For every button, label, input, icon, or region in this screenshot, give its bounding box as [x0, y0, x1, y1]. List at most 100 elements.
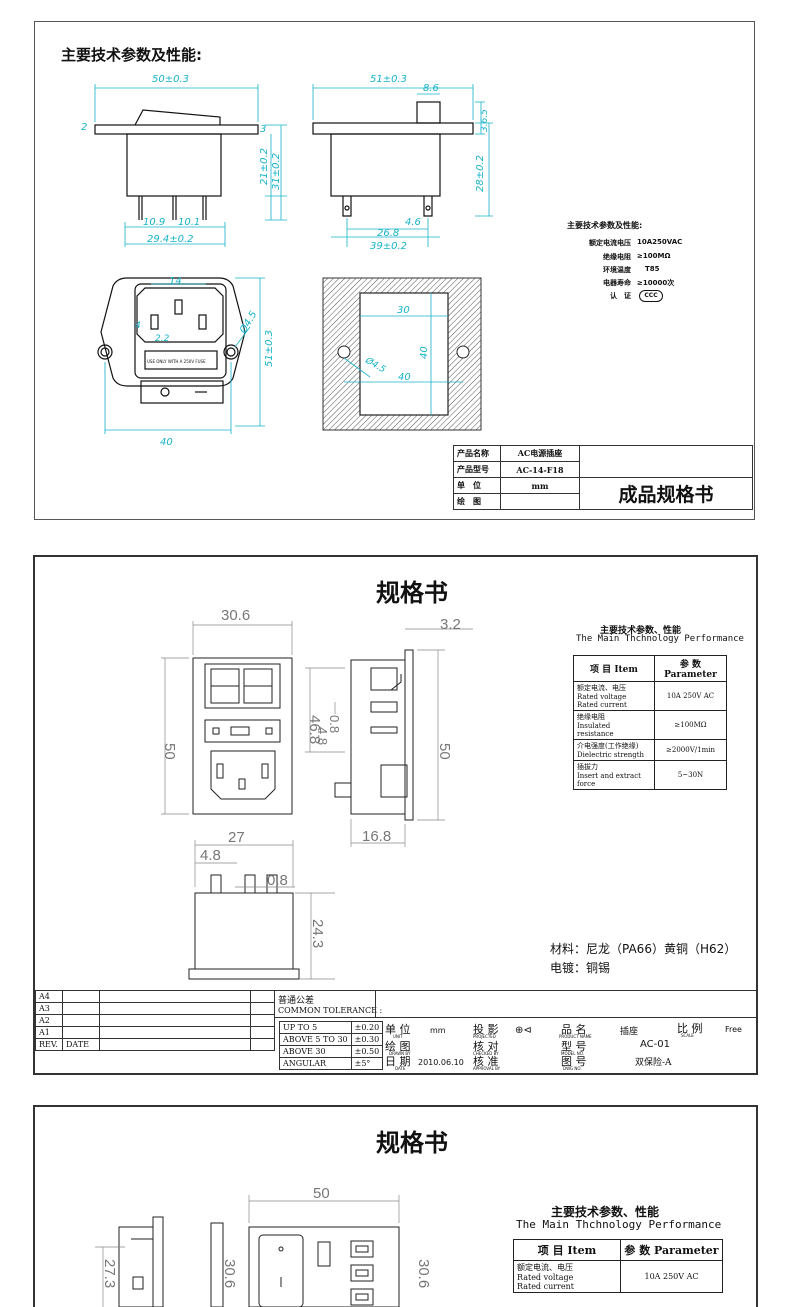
unit-cn: 单 位 — [385, 1023, 411, 1036]
specs-title: 主要技术参数及性能: — [567, 221, 643, 230]
dim-2-2: 2.2 — [155, 334, 170, 344]
dim-50-left: 50 — [161, 743, 178, 760]
dim-24-3: 24.3 — [309, 919, 326, 948]
col-item: 项 目 Item — [573, 655, 655, 682]
dim-cut-40: 40 — [398, 372, 411, 383]
dim-10-1: 10.1 — [178, 217, 200, 228]
tol-val: ±0.50 — [350, 1045, 384, 1058]
table-row: 介电强度(工作绝缘) Dielectric strength — [573, 739, 655, 761]
tolerance-block: 普通公差 COMMON TOLERANCE : UP TO 5±0.20 ABO… — [275, 990, 756, 1071]
rev-row: A4 — [35, 990, 63, 1003]
dim-27-3: 27.3 — [101, 1259, 118, 1288]
table-row: 插拔力 Insert and extract force — [573, 760, 655, 790]
draw-cn: 绘 图 — [385, 1040, 411, 1053]
proj-cn: 投 影 — [473, 1023, 499, 1036]
dwg-val: 双保险-A — [635, 1058, 672, 1068]
model-en: MODEL NO. — [561, 1051, 584, 1056]
table-cell: 10A 250V AC — [654, 681, 727, 711]
draw-en: DRAWN BY — [389, 1051, 411, 1056]
check-en: CHECKED BY — [473, 1051, 499, 1056]
tb-drawn-label: 绘 图 — [453, 493, 501, 510]
dim-2: 2 — [81, 122, 87, 133]
fuse-label: USE ONLY WITH A 250V FUSE — [147, 359, 206, 364]
unit-val: mm — [430, 1026, 446, 1035]
scale-val: Free — [725, 1025, 742, 1034]
spec-value: ≥10000次 — [637, 279, 675, 287]
dim-3-6-5: 3.6.5 — [480, 109, 490, 132]
table-cell: ≥2000V/1min — [654, 739, 727, 761]
tol-val: ±5° — [350, 1057, 384, 1070]
spec-row: 认 证 — [610, 292, 631, 300]
dim-bottom-0-8: 0.8 — [267, 872, 288, 889]
tb-name-label: 产品名称 — [453, 445, 501, 462]
col-item: 项 目 Item — [513, 1239, 621, 1261]
scale-cn: 比 例 — [677, 1022, 703, 1035]
revision-table: A4 A3 A2 A1 REV.DATE — [35, 990, 275, 1051]
dim-8-6: 8.6 — [423, 83, 439, 94]
pname-val: 插座 — [620, 1027, 639, 1037]
dwg-cn: 图 号 — [561, 1055, 587, 1068]
scale-en: SCALE — [681, 1033, 694, 1038]
spec-sheet-3: 规格书 50 27.3 30.6 30.6 主要技术参数、性能 T — [33, 1105, 758, 1307]
dim-30-6-left: 30.6 — [221, 1259, 238, 1288]
tol-val: ±0.20 — [350, 1021, 384, 1034]
spec-value: ≥100MΩ — [637, 252, 671, 260]
tb-name-value: AC电源插座 — [500, 445, 580, 462]
proj-en: PROJECTED — [473, 1034, 496, 1039]
sheet2-drawing: 30.6 3.2 50 46.8 0.8 4.8 50 16.8 27 4.8 … — [161, 607, 473, 980]
sheet1-heading: 主要技术参数及性能: — [61, 46, 202, 64]
appr-cn: 核 准 — [473, 1055, 499, 1068]
dim-30-6-right: 30.6 — [415, 1259, 432, 1288]
col-param: 参 数 Parameter — [654, 655, 727, 682]
date-val: 2010.06.10 — [418, 1058, 464, 1067]
dim-cut-40v: 40 — [419, 346, 430, 359]
tol-key: ABOVE 5 TO 30 — [279, 1033, 352, 1046]
tolerance-table: UP TO 5±0.20 ABOVE 5 TO 30±0.30 ABOVE 30… — [279, 1021, 384, 1070]
plating-text: 电镀：铜锡 — [550, 961, 611, 975]
dim-14: 14 — [169, 276, 182, 287]
dim-16-8: 16.8 — [362, 828, 391, 845]
dim-26-8: 26.8 — [377, 228, 399, 239]
dim-4: 4 — [135, 321, 141, 331]
spec-row: 环境温度 — [603, 266, 631, 274]
dim-39: 39±0.2 — [370, 241, 407, 252]
spec-sheet-1: 主要技术参数及性能: 50±0.3 2 3 21±0.2 31±0.2 10.9… — [34, 21, 755, 520]
spec-row: 额定电流电压 — [589, 239, 631, 247]
sheet3-spec-title-en: The Main Thchnology Performance — [516, 1218, 722, 1231]
tb-model-value: AC-14-F18 — [500, 461, 580, 478]
tol-key: ABOVE 30 — [279, 1045, 352, 1058]
tolerance-en: COMMON TOLERANCE : — [278, 1006, 383, 1015]
spec-title-cn: 主要技术参数、性能 — [600, 626, 682, 636]
projection-symbol-icon: ⊕⊲ — [515, 1025, 532, 1036]
dim-21: 21±0.2 — [259, 148, 270, 185]
tb-unit-value: mm — [500, 477, 580, 494]
ccc-logo: CCC — [639, 290, 663, 302]
dwg-en: DWG NO. — [563, 1066, 582, 1071]
sheet3-spec-title-cn: 主要技术参数、性能 — [551, 1205, 660, 1219]
col-param: 参 数 Parameter — [620, 1239, 723, 1261]
dim-w50: 50 — [313, 1185, 330, 1202]
sheet2-title: 规格书 — [376, 578, 448, 607]
rev-row: A1 — [35, 1026, 63, 1039]
dim-51: 51±0.3 — [370, 74, 407, 85]
dim-3-2: 3.2 — [440, 616, 461, 633]
table-cell: 5~30N — [654, 760, 727, 790]
table-row: 额定电流、电压 Rated voltage Rated current — [513, 1260, 621, 1293]
tol-key: ANGULAR — [279, 1057, 352, 1070]
tol-key: UP TO 5 — [279, 1021, 352, 1034]
tb-unit-label: 单 位 — [453, 477, 501, 494]
pname-en: PRODUCT NAME — [559, 1034, 592, 1039]
dim-30-6: 30.6 — [221, 607, 250, 624]
dim-31: 31±0.2 — [271, 153, 282, 190]
tb-model-label: 产品型号 — [453, 461, 501, 478]
dim-4-6: 4.6 — [405, 217, 421, 228]
sheet3-title: 规格书 — [376, 1128, 448, 1157]
spec-title-en: The Main Thchnology Performance — [576, 634, 744, 644]
appr-en: APPROVAL BY — [473, 1066, 501, 1071]
dim-4-8: 4.8 — [315, 727, 330, 745]
model-cn: 型 号 — [561, 1040, 587, 1053]
spec-sheet-2: 规格书 — [33, 555, 758, 1075]
dim-27: 27 — [228, 829, 245, 846]
